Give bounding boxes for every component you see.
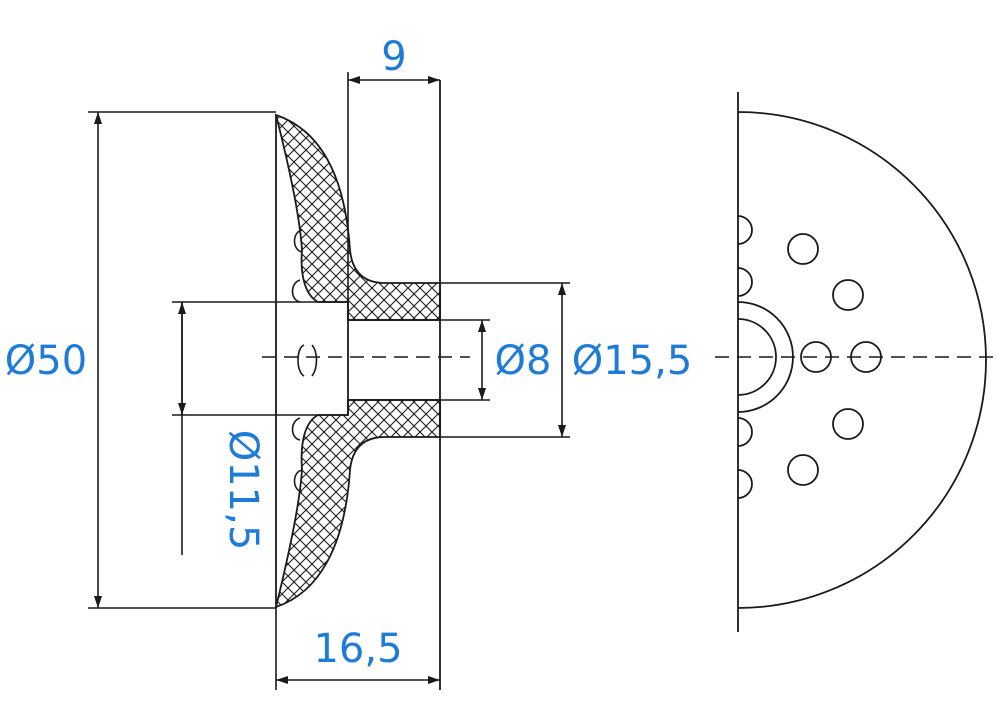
section-hatch-lower — [274, 399, 441, 609]
dim-text-11-5: Ø11,5 — [220, 430, 266, 551]
dim-text-15-5: Ø15,5 — [572, 338, 693, 384]
hole — [832, 279, 864, 311]
hole — [800, 341, 832, 373]
hole — [850, 341, 882, 373]
front-view — [715, 92, 1000, 632]
dimension-lines — [94, 76, 566, 684]
hole — [832, 408, 864, 440]
flange-holes — [787, 233, 882, 486]
hole — [787, 454, 819, 486]
dim-text-9: 9 — [381, 34, 406, 80]
hub-inner-ring — [737, 318, 777, 396]
hole — [787, 233, 819, 265]
flange-hole-profiles — [291, 229, 318, 493]
section-view: 9 16,5 Ø50 Ø8 Ø15,5 Ø11,5 — [5, 34, 692, 690]
outer-semicircle — [737, 111, 987, 609]
edge-half-holes — [737, 215, 753, 499]
dim-text-16-5: 16,5 — [313, 626, 402, 672]
section-hatch-upper — [274, 113, 441, 321]
dim-text-8: Ø8 — [495, 338, 552, 384]
extension-lines — [88, 72, 570, 690]
dim-text-50: Ø50 — [5, 338, 87, 384]
hub-outer-ring — [737, 301, 794, 413]
